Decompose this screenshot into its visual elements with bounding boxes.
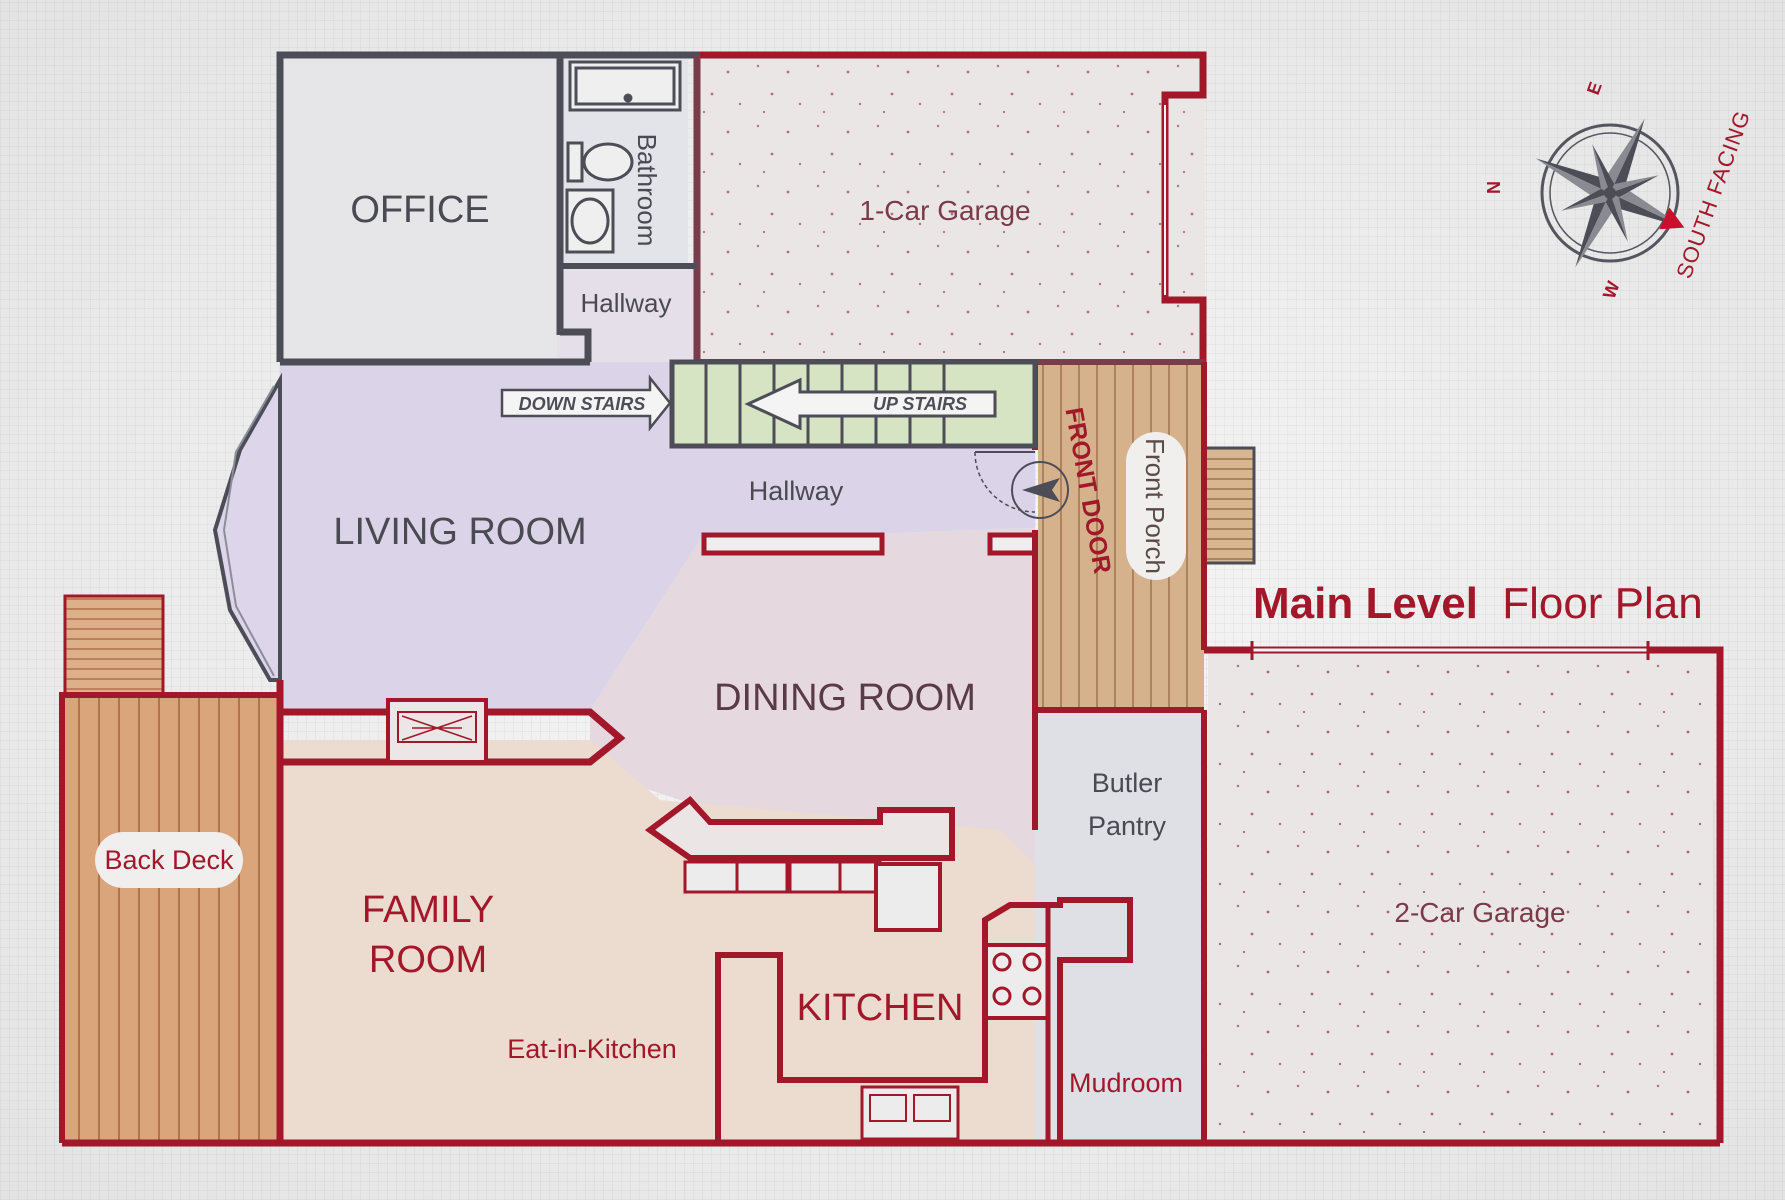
bathroom-fixtures [565,60,682,254]
label-garage-2car: 2-Car Garage [1394,897,1565,928]
plan-title-bold: Main Level [1253,579,1478,628]
up-stairs-arrow [744,377,997,431]
compass [1535,118,1685,268]
label-butler-pantry-1: Butler [1092,768,1163,798]
hall-divider [701,532,885,556]
label-back-deck: Back Deck [104,845,234,875]
back-deck-stairs [63,594,165,697]
toilet [582,142,634,182]
compass-w: W [1599,279,1624,302]
plan-title-light: Floor Plan [1502,579,1703,628]
down-stairs-arrow [500,374,672,432]
south-arrow-icon [1659,207,1685,230]
garage-2car-speckle [1215,660,1710,1135]
label-kitchen: KITCHEN [797,987,964,1029]
hallway-top-fill [557,263,697,363]
label-hallway-top: Hallway [580,288,671,318]
label-bathroom: Bathroom [632,134,662,247]
label-living-room: LIVING ROOM [333,511,586,553]
garage-1car-speckle [700,60,1200,358]
label-hallway-mid: Hallway [749,476,844,506]
back-deck-floor [65,695,277,1143]
label-eat-in-kitchen: Eat-in-Kitchen [507,1034,677,1064]
label-down-stairs: DOWN STAIRS [519,394,646,414]
label-family-room-2: ROOM [369,939,487,981]
front-porch-pill [1126,432,1186,580]
back-deck-pill [95,832,243,888]
fridge [874,862,942,932]
stairs [500,359,1038,449]
wall-mudroom [1048,897,1133,1143]
porch-steps [1202,446,1256,565]
plan-title: Main Level Floor Plan [1253,579,1703,628]
compass-e: E [1583,79,1606,97]
label-office: OFFICE [350,189,489,231]
bathtub [568,60,682,112]
fireplace [386,698,488,764]
label-mudroom: Mudroom [1069,1068,1183,1098]
front-door[interactable] [974,451,1069,519]
label-front-porch: Front Porch [1140,438,1170,574]
wall-top-right [700,51,1207,362]
kitchen-peninsula [644,795,955,861]
entry-arrow-icon [1022,478,1060,502]
office-fill [280,57,557,362]
label-butler-pantry-2: Pantry [1088,811,1167,841]
room-labels: OFFICE Bathroom Hallway 1-Car Garage LIV… [95,134,1566,1098]
label-family-room-1: FAMILY [362,889,494,931]
dining-fill [590,528,1048,880]
bar-stools [683,860,882,894]
room-fills [63,57,1715,1143]
label-up-stairs: UP STAIRS [873,394,967,414]
wall-hall-notch [560,328,592,362]
living-hall-fill [280,362,1035,710]
label-garage-1car: 1-Car Garage [859,195,1030,226]
compass-facing: SOUTH FACING [1671,107,1755,282]
compass-n: N [1484,181,1504,194]
label-dining-room: DINING ROOM [714,677,976,719]
